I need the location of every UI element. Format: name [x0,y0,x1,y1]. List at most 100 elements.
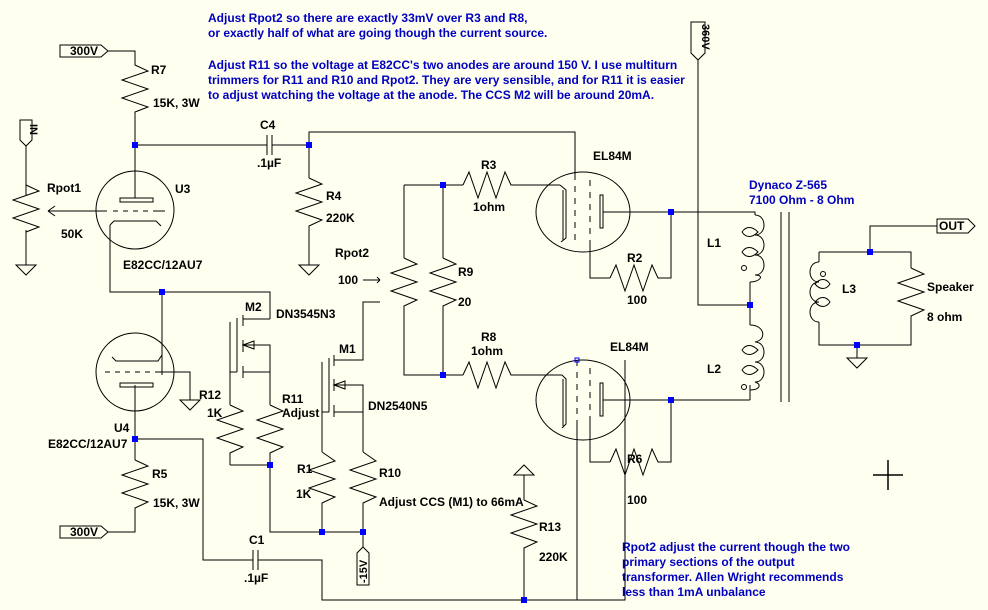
component-value: DN3545N3 [276,307,336,321]
ground-symbols [14,264,869,476]
note-line: Adjust R11 so the voltage at E82CC's two… [208,58,677,72]
junction-dot [132,436,138,442]
note-line: Rpot2 adjust the current though the two [622,540,850,554]
flag-label: 300V [70,44,98,58]
component-value: 220K [539,550,568,564]
note-line: Adjust Rpot2 so there are exactly 33mV o… [208,11,527,25]
junction-dot [306,142,312,148]
note-line: trimmers for R11 and R10 and Rpot2. They… [208,73,685,87]
flag-neg15v[interactable]: -15V [356,546,370,586]
component-name: U4 [114,421,130,435]
crosshair-cursor-icon [873,460,903,490]
pentode-el84-bottom[interactable]: EL84M [535,340,649,600]
component-value: 15K, 3W [153,496,200,510]
component-name: R8 [481,330,497,344]
junction-dot [132,142,138,148]
component-name: EL84M [610,340,649,354]
component-value: Adjust CCS (M1) to 66mA [379,495,524,509]
component-name: L1 [707,236,721,250]
inductor-l2: L2 [707,324,765,391]
component-name: C4 [260,118,276,132]
junction-dot [747,302,753,308]
flag-input[interactable]: IN [19,119,39,180]
ground-icon [14,264,38,276]
resistor-r13[interactable]: R13 220K [509,499,568,564]
flag-output[interactable]: OUT [936,218,976,234]
component-value: 50K [61,227,83,241]
junction-dot [319,529,325,535]
resistor-speaker[interactable]: Speaker 8 ohm [896,267,974,325]
flag-300v-bottom[interactable]: 300V [59,513,136,539]
note-line: or exactly half of what are going though… [208,26,547,40]
junction-dot [668,397,674,403]
transformer-model: Dynaco Z-565 [749,178,827,192]
potentiometer-rpot2[interactable]: Rpot2 100 [335,246,419,312]
note-line: primary sections of the output [622,555,795,569]
supply-icon [512,464,536,476]
junction-dot [867,249,873,255]
ground-icon [845,357,869,369]
transformer-ratio: 7100 Ohm - 8 Ohm [749,193,854,207]
junctions [132,142,873,603]
junction-dot [440,372,446,378]
component-name: R6 [627,452,643,466]
potentiometer-rpot1[interactable]: Rpot1 50K [11,180,83,241]
pentode-el84-top[interactable]: EL84M [535,149,632,253]
component-name: R5 [152,467,168,481]
resistor-r10[interactable]: R10 Adjust CCS (M1) to 66mA [348,451,524,512]
flag-label: 300V [70,525,98,539]
resistor-r3[interactable]: R3 1ohm [462,158,515,214]
resistor-r2[interactable]: R2 100 [609,251,665,307]
junction-dot [854,342,860,348]
component-value: 20 [458,295,472,309]
junction-dot [668,209,674,215]
note-transformer: Dynaco Z-565 7100 Ohm - 8 Ohm [749,178,854,207]
junction-dot [440,182,446,188]
component-value: 1ohm [473,200,505,214]
component-value: .1µF [257,156,281,170]
component-name: R9 [458,265,474,279]
component-name: Rpot1 [47,181,81,195]
triode-u4[interactable]: U4 E82CC/12AU7 [48,319,175,451]
resistor-r1[interactable]: R1 1K [296,451,337,512]
note-top: Adjust Rpot2 so there are exactly 33mV o… [208,11,685,102]
resistor-r11[interactable]: R11 Adjust [255,392,319,465]
resistor-r12[interactable]: R12 1K [199,388,245,465]
resistor-r6[interactable]: R6 100 [609,447,665,507]
junction-dot [159,289,165,295]
mosfet-m1[interactable]: M1 DN2540N5 [328,342,428,417]
flag-300v-top[interactable]: 300V [59,44,136,60]
component-value: E82CC/12AU7 [48,437,128,451]
mosfet-m2[interactable]: M2 DN3545N3 [236,300,336,378]
resistor-r7[interactable]: R7 15K, 3W [120,60,200,130]
resistor-r8[interactable]: R8 1ohm [462,330,515,390]
flag-360v[interactable]: 360V [690,21,711,61]
component-name: R4 [326,189,342,203]
component-name: Rpot2 [335,246,369,260]
inductor-l1: L1 [707,214,765,283]
component-name: M2 [245,300,262,314]
component-name: L2 [707,362,721,376]
inductor-l3: L3 [809,261,856,323]
transformer[interactable]: L1 L2 L3 [707,212,856,402]
capacitor-c4[interactable]: C4 .1µF [257,118,281,170]
component-name: R2 [627,251,643,265]
capacitor-c1[interactable]: C1 .1µF [244,533,268,585]
component-value: 15K, 3W [153,96,200,110]
component-name: C1 [249,533,265,547]
triode-u3[interactable]: U3 E82CC/12AU7 [95,170,203,272]
component-value: 100 [338,273,358,287]
resistor-r4[interactable]: R4 220K [294,177,355,232]
note-bottom: Rpot2 adjust the current though the two … [622,540,850,599]
resistor-r9[interactable]: R9 20 [428,257,474,312]
component-value: 100 [627,293,647,307]
component-name: Speaker [927,280,974,294]
resistor-r5[interactable]: R5 15K, 3W [120,459,200,513]
component-name: EL84M [593,149,632,163]
component-name: R12 [199,388,221,402]
flag-label: OUT [939,219,965,233]
component-name: L3 [842,282,856,296]
flag-label: 360V [699,24,711,50]
component-value: E82CC/12AU7 [123,258,203,272]
